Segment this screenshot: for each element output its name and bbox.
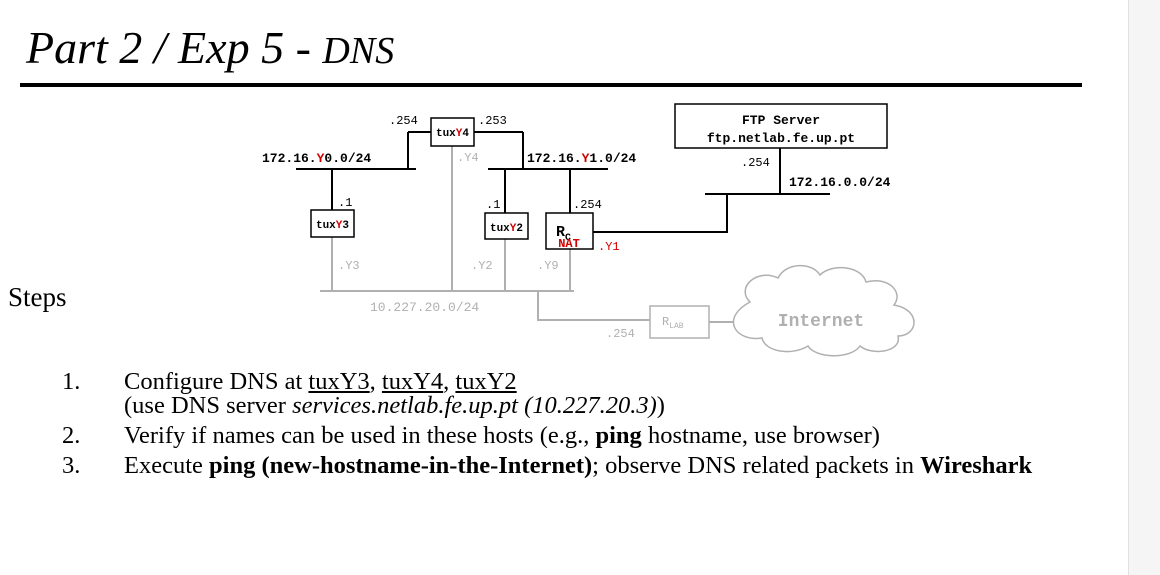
tux3-top-addr: .1 [338,196,352,210]
net-y1-label: 172.16.Y1.0/24 [527,151,636,166]
step-line: Configure DNS at tuxY3, tuxY4, tuxY2 [124,368,1102,395]
ftp-server-box [674,103,888,149]
step-item: 3. Execute ping (new-hostname-in-the-Int… [62,452,1102,479]
rc-right-addr: .Y1 [598,240,620,254]
net-y0-label: 172.16.Y0.0/24 [262,151,371,166]
step-text: ; observe DNS related packets in [592,452,921,479]
slide: Part 2 / Exp 5 - DNS [8,20,1102,484]
step-text: Verify if names can be used in these hos… [124,422,596,449]
lab-network [320,146,735,323]
rc-top-addr: .254 [573,198,602,212]
step-item: 1. Configure DNS at tuxY3, tuxY4, tuxY2 … [62,368,1102,419]
right-sidebar [1128,0,1160,575]
dns-server-name: services.netlab.fe.up.pt (10.227.20.3) [292,392,657,419]
slide-title-main: Part 2 / Exp 5 - [26,22,323,73]
tux4-box [430,117,475,147]
step-number: 3. [62,452,81,479]
title-underline [20,83,1082,87]
steps-list: 1. Configure DNS at tuxY3, tuxY4, tuxY2 … [62,368,1102,484]
step-text: Configure DNS at [124,368,309,395]
step-text: , [443,368,456,395]
slide-title-suffix: DNS [322,30,395,72]
rlab-left-addr: .254 [606,327,635,341]
host-tuxy4-link: tuxY4 [381,368,444,395]
step-text: ) [656,392,665,419]
ftp-server-hostname: ftp.netlab.fe.up.pt [707,131,855,146]
step-number: 1. [62,368,81,395]
ping-keyword: ping [595,422,642,449]
rc-box [545,212,594,250]
tux4-right-addr: .253 [478,114,507,128]
rlab-box [649,305,710,339]
tux2-label: tuxY2 [490,223,523,235]
tux2-top-addr: .1 [486,198,500,212]
step-number: 2. [62,422,81,449]
step-line: (use DNS server services.netlab.fe.up.pt… [124,392,1102,419]
step-text: hostname, use browser) [641,422,880,449]
steps-heading: Steps [8,282,67,312]
wireshark-keyword: Wireshark [920,452,1033,479]
step-text: Execute [124,452,210,479]
rc-nat-label: NAT [558,237,580,251]
net-lab-label: 10.227.20.0/24 [370,300,479,315]
rlab-label: RLAB [662,315,684,331]
rlab-link [537,291,650,321]
step-text: , [369,368,382,395]
rc-label: RC [556,224,571,244]
tux4-left-addr: .254 [389,114,418,128]
rc-bottom-addr: .Y9 [537,259,559,273]
ftp-bottom-addr: .254 [741,156,770,170]
ping-command: ping (new-hostname-in-the-Internet) [209,452,593,479]
step-item: 2. Verify if names can be used in these … [62,422,1102,449]
main-network [296,131,830,233]
internet-cloud [732,264,915,357]
tux3-label: tuxY3 [316,220,349,232]
tux4-bottom-addr: .Y4 [457,151,479,165]
tux4-label: tuxY4 [436,128,469,140]
tux3-box [310,209,355,238]
step-text: (use DNS server [124,392,293,419]
tux2-bottom-addr: .Y2 [471,259,493,273]
tux2-box [484,212,529,240]
network-diagram: tuxY4 tuxY3 tuxY2 RC NAT FTP Server ftp.… [262,103,915,357]
net-16-label: 172.16.0.0/24 [789,175,891,190]
host-tuxy3-link: tuxY3 [308,368,370,395]
tux3-bottom-addr: .Y3 [338,259,360,273]
ftp-server-title: FTP Server [742,113,820,128]
host-tuxy2-link: tuxY2 [455,368,517,395]
slide-title: Part 2 / Exp 5 - DNS [26,20,394,79]
internet-label: Internet [778,312,864,332]
rc-ftp-link [593,194,728,233]
